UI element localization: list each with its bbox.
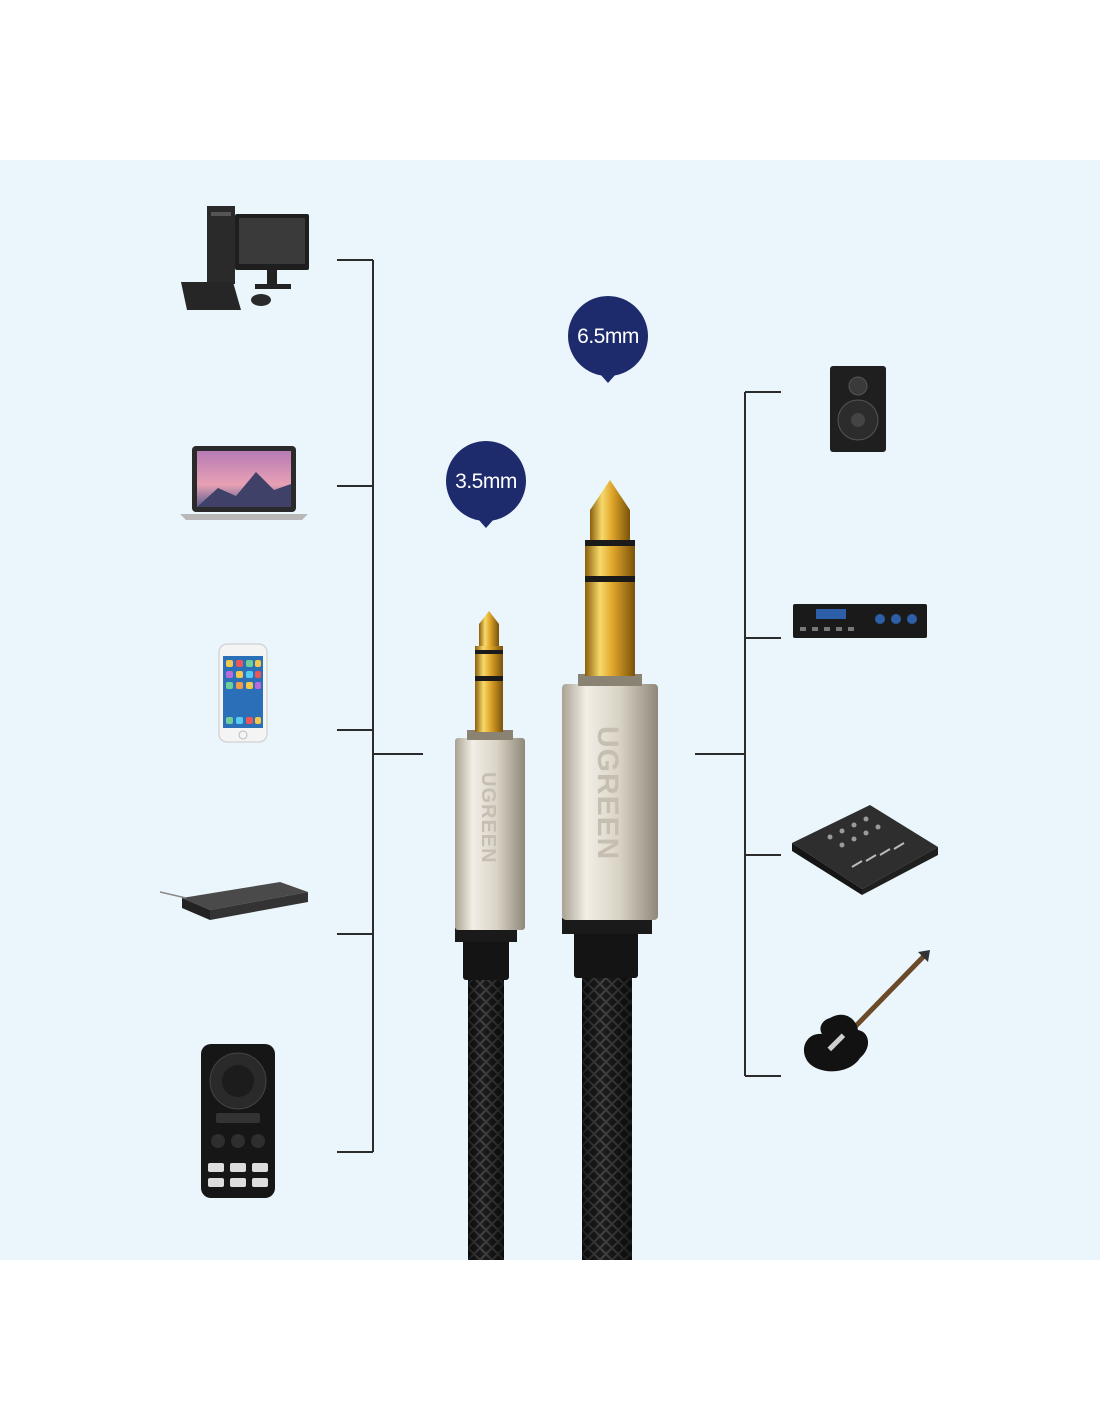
badge-3-5mm-label: 3.5mm [455,470,517,493]
background-panel [0,160,1100,1260]
desktop-computer-icon [181,206,309,310]
laptop-icon [180,446,308,520]
speaker-icon [830,366,886,452]
amplifier-icon [793,604,927,638]
plug-3-5mm: UGREEN [455,611,525,1260]
dvd-player-icon [160,882,308,920]
smartphone-icon [218,643,268,743]
badge-6-5mm: 6.5mm [568,296,648,383]
brand-logo-small: UGREEN [477,772,499,864]
music-player-icon [201,1044,275,1198]
plug-6-5mm: UGREEN [562,480,658,1260]
brand-logo-large: UGREEN [591,726,624,860]
electric-guitar-icon [803,950,930,1072]
badge-6-5mm-label: 6.5mm [577,325,639,348]
badge-3-5mm: 3.5mm [446,441,526,528]
mixer-console-icon [792,805,938,895]
